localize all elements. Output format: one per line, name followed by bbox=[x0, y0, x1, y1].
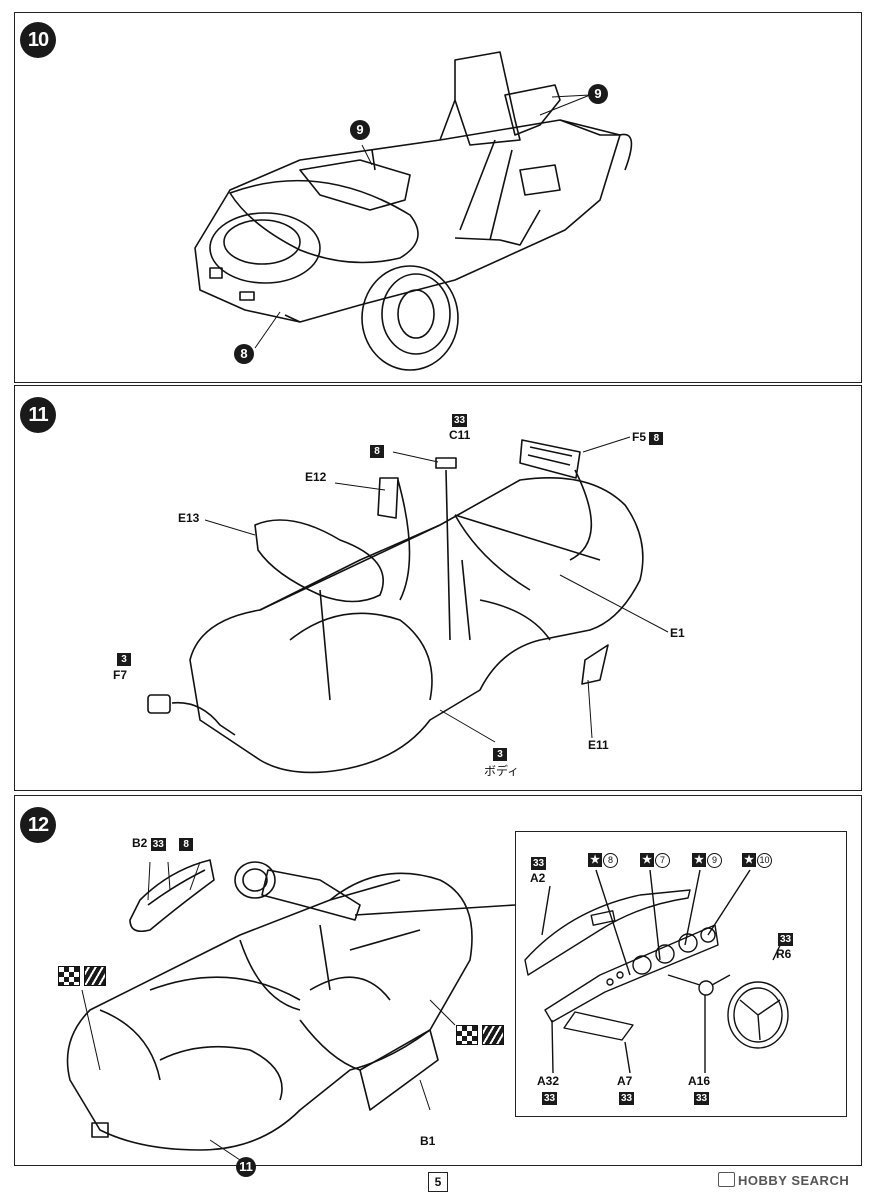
label-a2-code: 33 bbox=[531, 857, 547, 870]
label-a2: A2 bbox=[530, 871, 546, 885]
step-10-panel bbox=[14, 12, 862, 383]
label-a16: A16 bbox=[688, 1074, 711, 1088]
label-e12: E12 bbox=[305, 470, 327, 484]
dashboard-detail-inset bbox=[515, 831, 847, 1117]
gauge-label-3: ★9 bbox=[692, 852, 722, 868]
label-r6-code: 33 bbox=[778, 933, 794, 946]
label-a7: A7 bbox=[617, 1074, 633, 1088]
label-f7: F7 bbox=[113, 668, 128, 682]
inset-art bbox=[524, 869, 789, 1074]
label-body-code: 3 bbox=[493, 746, 507, 761]
gauge-label-1: ★8 bbox=[588, 852, 618, 868]
step-number-11: 11 bbox=[20, 397, 56, 433]
step-11-panel bbox=[14, 385, 862, 791]
label-e12-code: 8 bbox=[370, 443, 384, 458]
label-body: ボディ bbox=[484, 764, 520, 778]
callout-floor: 8 bbox=[234, 344, 254, 364]
label-b1: B1 bbox=[420, 1134, 436, 1148]
callout-seat-left: 9 bbox=[350, 120, 370, 140]
checker-decal-icon bbox=[456, 1025, 478, 1045]
label-f5: F5 8 bbox=[632, 430, 664, 445]
label-b2: B2 33 8 bbox=[132, 836, 194, 851]
stripe-decal-icon bbox=[482, 1025, 504, 1045]
step-number-12: 12 bbox=[20, 807, 56, 843]
label-e11: E11 bbox=[588, 738, 609, 752]
watermark: HOBBY SEARCH bbox=[718, 1172, 849, 1188]
callout-step-11-ref: 11 bbox=[236, 1157, 256, 1177]
decal-tags-right bbox=[456, 1025, 504, 1045]
gauge-label-2: ★7 bbox=[640, 852, 670, 868]
label-r6: R6 bbox=[776, 947, 792, 961]
gauge-label-4: ★10 bbox=[742, 852, 772, 868]
label-a32: A32 bbox=[537, 1074, 560, 1088]
label-c11: C11 bbox=[449, 428, 471, 442]
label-a16-code: 33 bbox=[694, 1092, 710, 1105]
watermark-logo-icon bbox=[718, 1172, 735, 1187]
callout-seat-right: 9 bbox=[588, 84, 608, 104]
label-e13: E13 bbox=[178, 511, 200, 525]
decal-tags-left bbox=[58, 966, 106, 986]
label-a7-code: 33 bbox=[619, 1092, 635, 1105]
step-number-10: 10 bbox=[20, 22, 56, 58]
label-e1: E1 bbox=[670, 626, 685, 640]
label-c11-code: 33 bbox=[452, 414, 468, 427]
label-a32-code: 33 bbox=[542, 1092, 558, 1105]
label-f7-code: 3 bbox=[117, 651, 131, 666]
checker-decal-icon bbox=[58, 966, 80, 986]
page-number: 5 bbox=[428, 1172, 448, 1192]
stripe-decal-icon bbox=[84, 966, 106, 986]
